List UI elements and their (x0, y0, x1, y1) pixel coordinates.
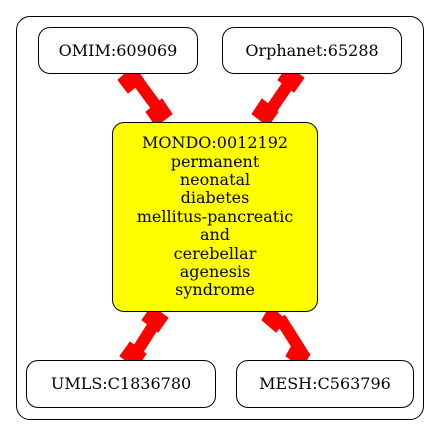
node-umls[interactable]: UMLS:C1836780 (26, 360, 216, 408)
center-name-line: syndrome (175, 280, 255, 300)
node-mesh[interactable]: MESH:C563796 (236, 360, 414, 408)
edge-orphanet-mondo (251, 65, 305, 127)
node-mondo-center[interactable]: MONDO:0012192 permanent neonatal diabete… (112, 122, 318, 312)
center-name-line: neonatal (179, 170, 251, 190)
center-name-line: cerebellar (173, 243, 257, 263)
graph-cluster-frame (16, 16, 424, 420)
edge-mondo-umls (119, 305, 169, 369)
center-name-line: and (199, 225, 231, 245)
center-name-line: mellitus-pancreatic (136, 206, 294, 226)
edge-mondo-mesh (261, 305, 311, 369)
center-name-line: diabetes (180, 188, 250, 208)
center-id: MONDO:0012192 (141, 133, 289, 153)
center-name-line: permanent (170, 151, 260, 171)
node-orphanet[interactable]: Orphanet:65288 (222, 27, 402, 74)
center-name-line: agenesis (179, 261, 251, 281)
node-omim[interactable]: OMIM:609069 (38, 27, 198, 74)
edge-omim-mondo (117, 65, 173, 127)
